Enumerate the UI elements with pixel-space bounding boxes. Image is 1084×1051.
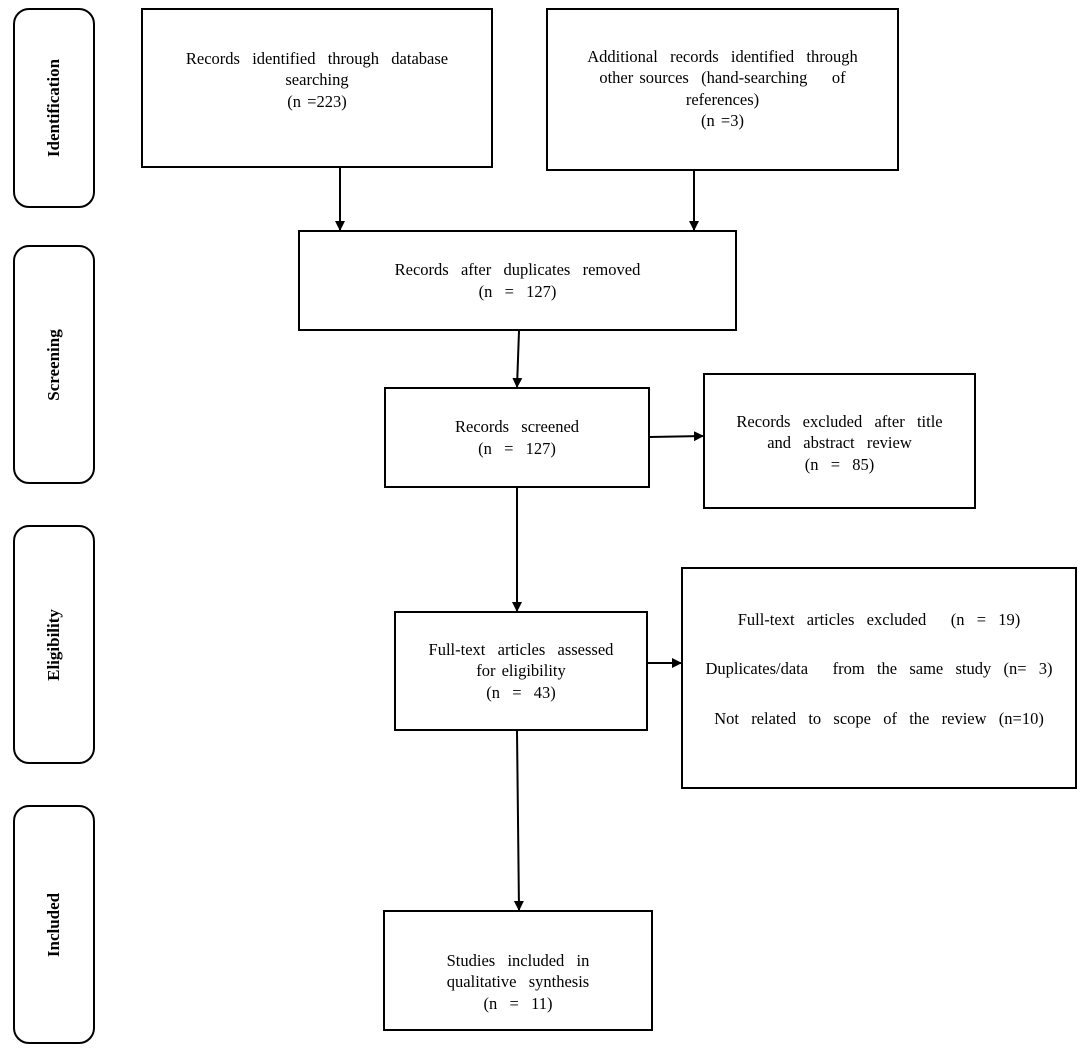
box-database-records: Records identified through database sear… [141, 8, 493, 168]
box-studies-included: Studies included in qualitative synthesi… [383, 910, 653, 1031]
box-additional-records: Additional records identified through ot… [546, 8, 899, 171]
phase-included: Included [13, 805, 95, 1044]
additional-records-line1: Additional records identified through [587, 47, 858, 66]
fulltext-assessed-line2: for eligibility [476, 661, 566, 681]
fulltext-assessed-line1: Full-text articles assessed [428, 639, 614, 659]
box-records-screened: Records screened (n = 127) [384, 387, 650, 488]
box-duplicates-removed: Records after duplicates removed (n = 12… [298, 230, 737, 331]
records-excluded-count: (n = 85) [804, 454, 875, 474]
fulltext-assessed-count: (n = 43) [486, 682, 556, 702]
records-screened-line1: Records screened [454, 417, 580, 437]
studies-included-line1: Studies included in [446, 951, 590, 970]
additional-records-line2: other sources (hand-searching of [599, 68, 846, 88]
arrow-duplicates-to-screened [512, 330, 523, 388]
phase-screening: Screening [13, 245, 95, 484]
database-records-line1: Records identified through database [185, 49, 449, 68]
phase-eligibility: Eligibility [13, 525, 95, 764]
fulltext-excluded-total: Full-text articles excluded (n = 19) [737, 610, 1021, 629]
arrow-screened-to-excluded [649, 431, 704, 442]
phase-identification: Identification [13, 8, 95, 208]
additional-records-line3: references) [685, 89, 760, 109]
box-fulltext-assessed: Full-text articles assessed for eligibil… [394, 611, 648, 731]
studies-included-count: (n = 11) [483, 993, 553, 1013]
fulltext-excluded-duplicates: Duplicates/data from the same study (n= … [705, 659, 1053, 679]
fulltext-excluded-scope: Not related to scope of the review (n=10… [714, 708, 1044, 728]
arrow-fulltext-to-included [513, 730, 524, 911]
records-screened-count: (n = 127) [478, 438, 556, 458]
database-records-count: (n =223) [287, 91, 347, 111]
database-records-line2: searching [285, 70, 349, 90]
box-records-excluded: Records excluded after title and abstrac… [703, 373, 976, 509]
studies-included-line2: qualitative synthesis [446, 972, 590, 992]
records-excluded-line1: Records excluded after title [736, 412, 943, 431]
duplicates-removed-count: (n = 127) [478, 281, 557, 301]
duplicates-removed-line1: Records after duplicates removed [394, 260, 641, 280]
additional-records-count: (n =3) [701, 111, 744, 131]
box-fulltext-excluded: Full-text articles excluded (n = 19) Dup… [681, 567, 1077, 789]
records-excluded-line2: and abstract review [767, 433, 912, 453]
